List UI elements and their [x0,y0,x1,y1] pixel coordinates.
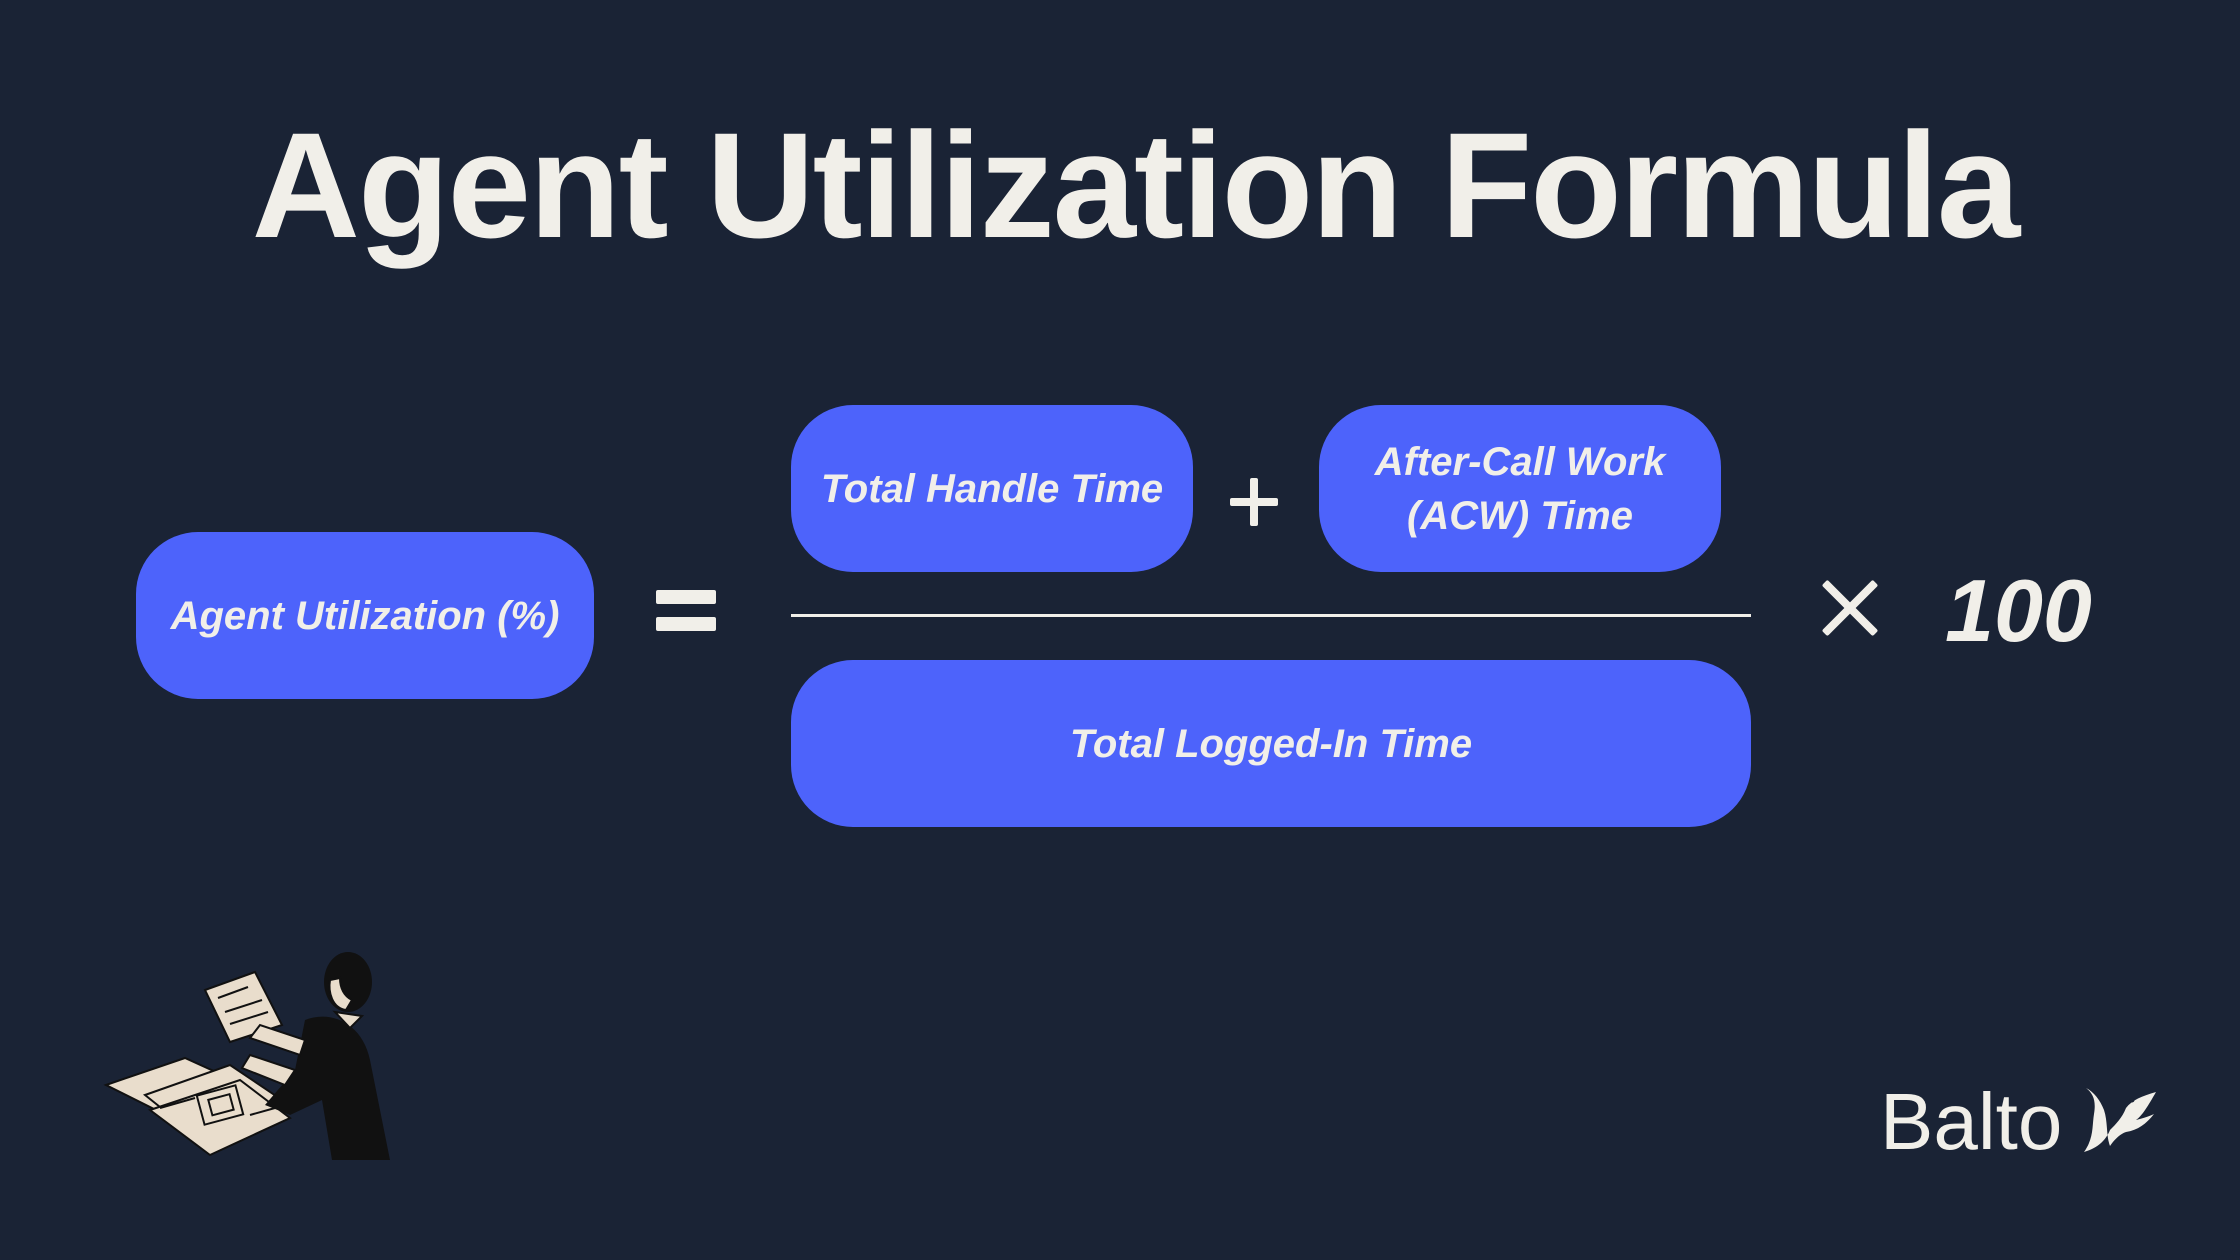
total-handle-time-term: Total Handle Time [791,405,1193,572]
person-calculator-illustration [103,952,390,1160]
total-logged-in-time-term: Total Logged-In Time [791,660,1751,827]
acw-time-term: After-Call Work (ACW) Time [1319,405,1721,572]
plus-icon [1230,478,1278,526]
total-handle-time-label: Total Handle Time [820,466,1164,511]
agent-utilization-term: Agent Utilization (%) [136,532,594,699]
multiply-icon [1820,578,1880,638]
bird-logo-icon [2084,1088,2156,1152]
fraction-line [791,614,1751,617]
multiplier-value: 100 [1945,561,2092,660]
acw-time-label-line1: After-Call Work [1374,439,1666,484]
page-title: Agent Utilization Formula [251,101,2021,269]
acw-time-label-line2: (ACW) Time [1407,493,1633,538]
brand-name: Balto [1880,1077,2063,1166]
total-logged-in-time-label: Total Logged-In Time [1069,721,1473,766]
agent-utilization-label: Agent Utilization (%) [170,593,560,638]
equals-icon [656,590,716,632]
